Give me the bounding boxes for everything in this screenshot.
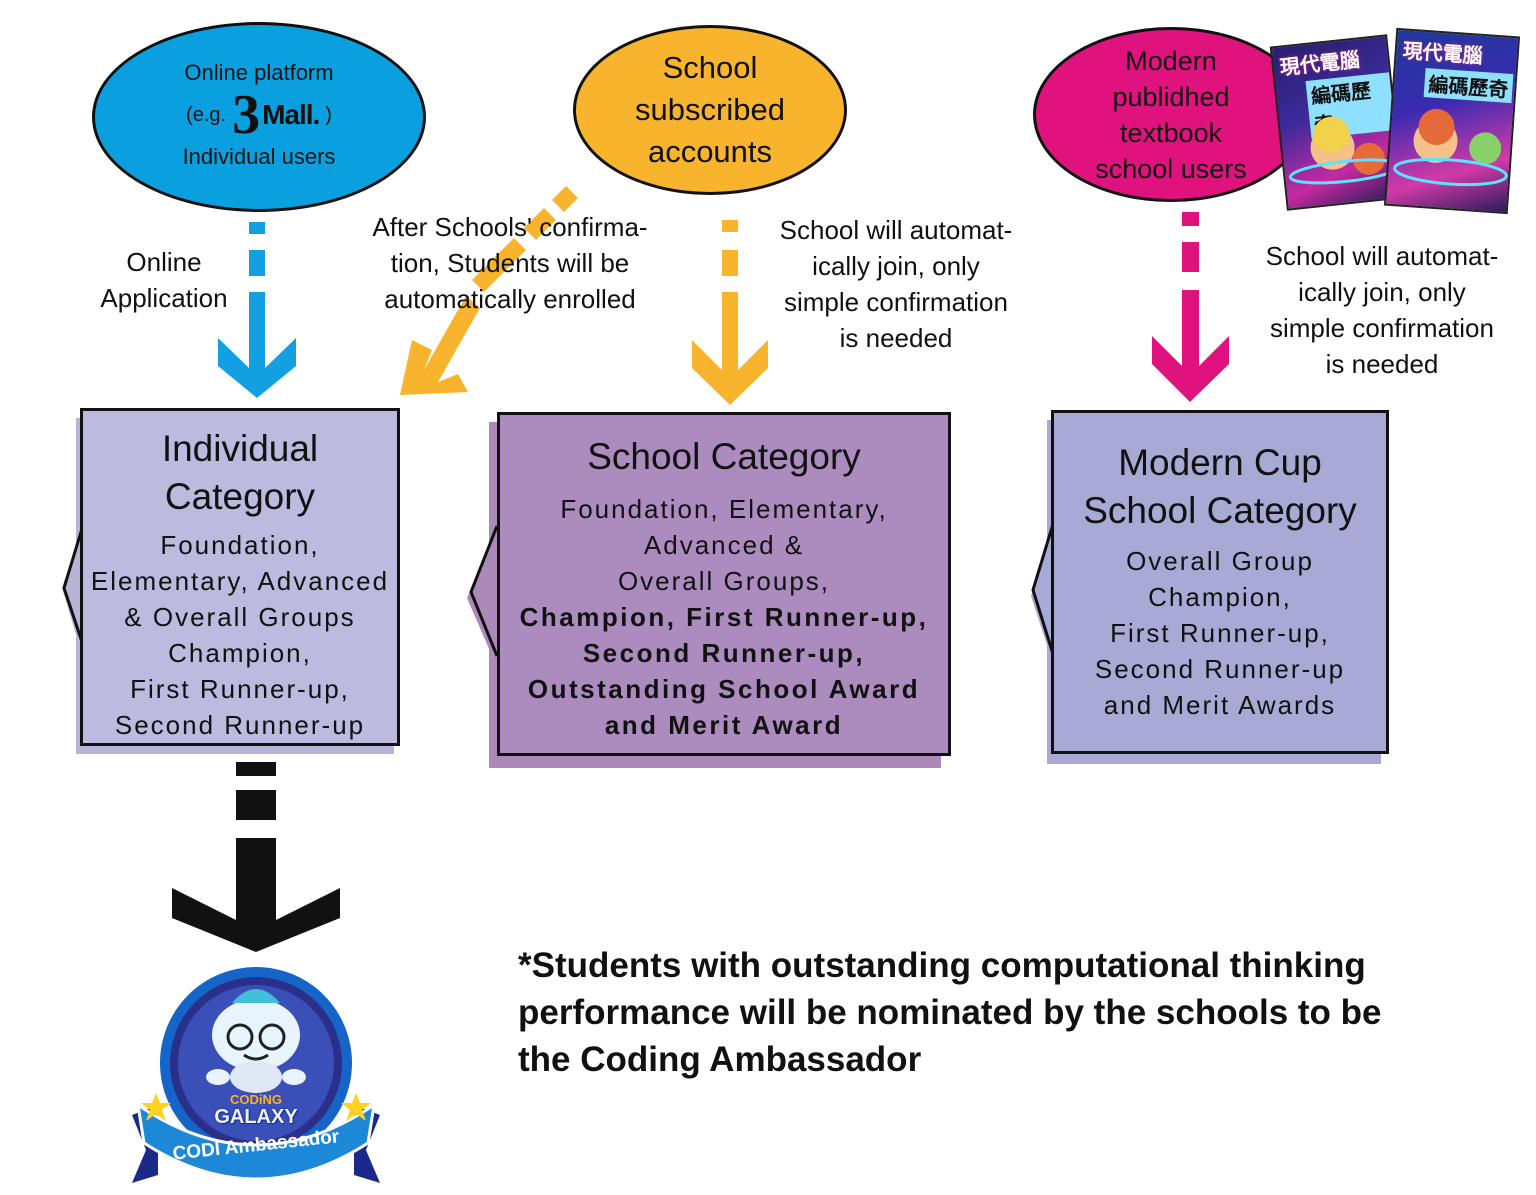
badge-graphic (132, 967, 380, 1183)
school-category-awards: Champion, First Runner-up, Second Runner… (520, 599, 929, 743)
individual-category-body-line-6: Second Runner-up (114, 710, 366, 740)
school-category-awards-line-3: Outstanding School Award (527, 674, 921, 704)
three-mall-logo-numeral: 3 (232, 84, 261, 146)
example-prefix: (e.g. (186, 103, 227, 126)
left-star-icon (141, 1093, 171, 1121)
modern-cup-category-body: Overall Group Champion, First Runner-up,… (1095, 543, 1345, 723)
school-category-awards-line-2: Second Runner-up, (582, 638, 866, 668)
pink-dashed-arrow (1152, 212, 1229, 402)
school-category-awards-line-4: and Merit Award (604, 710, 844, 740)
school-accounts-line-3: accounts (647, 134, 773, 169)
school-auto-join-label: School will automat- ically join, only s… (752, 212, 1040, 356)
school-auto-join-line-1: School will automat- (779, 215, 1013, 245)
individual-category-body-line-3: & Overall Groups (124, 602, 356, 632)
online-platform-node: Online platform (e.g. 3 Mall. ) Individu… (92, 22, 426, 212)
modern-cup-category-body-line-2: Champion, (1148, 582, 1292, 612)
individual-category-title-2: Category (164, 476, 316, 517)
modern-cup-category-body-line-4: Second Runner-up (1094, 654, 1346, 684)
individual-category-body-line-2: Elementary, Advanced (90, 566, 390, 596)
modern-cup-category-tab (1031, 520, 1055, 670)
individual-category-panel: Individual Category Foundation, Elementa… (80, 408, 400, 746)
school-category-panel: School Category Foundation, Elementary, … (497, 412, 951, 756)
school-auto-join-line-3: simple confirmation (784, 287, 1008, 317)
online-application-line-2: Application (100, 283, 228, 313)
school-accounts-node: School subscribed accounts (573, 25, 847, 195)
school-category-body-line-2: Advanced & (643, 530, 805, 560)
textbook-cover-2-art (1393, 108, 1508, 187)
modern-cup-category-panel: Modern Cup School Category Overall Group… (1051, 410, 1389, 754)
example-suffix: ) (325, 103, 332, 126)
modern-cup-category-body-line-3: First Runner-up, (1110, 618, 1330, 648)
online-application-line-1: Online (126, 247, 202, 277)
textbook-auto-join-line-4: is needed (1325, 349, 1439, 379)
school-category-body-line-3: Overall Groups, (617, 566, 831, 596)
yellow-diagonal-dashed-arrow (400, 186, 578, 395)
online-application-label: Online Application (80, 244, 248, 316)
school-category-body-line-1: Foundation, Elementary, (560, 494, 888, 524)
after-school-confirmation-line-3: automatically enrolled (384, 284, 636, 314)
footnote-line-1: *Students with outstanding computational… (518, 946, 1366, 985)
blue-dashed-arrow (218, 222, 296, 398)
textbook-users-node: Modern publidhed textbook school users (1033, 27, 1309, 202)
school-accounts-line-1: School (662, 50, 758, 85)
three-mall-logo-text: Mall. (262, 99, 320, 130)
textbook-auto-join-line-2: ically join, only (1298, 277, 1466, 307)
textbook-cover-2: 現代電腦 編碼歷奇 (1383, 27, 1521, 215)
online-platform-example: (e.g. 3 Mall. ) (186, 84, 332, 146)
coding-ambassador-footnote: *Students with outstanding computational… (518, 942, 1498, 1083)
school-accounts-line-2: subscribed (635, 92, 785, 127)
textbook-users-line-3: textbook (1119, 117, 1223, 148)
yellow-dashed-arrow (692, 220, 768, 405)
online-platform-label: Online platform (184, 60, 334, 85)
textbook-auto-join-line-1: School will automat- (1265, 241, 1499, 271)
individual-users-label: Individual users (182, 144, 336, 169)
textbook-auto-join-line-3: simple confirmation (1270, 313, 1494, 343)
three-mall-logo: 3 Mall. (232, 84, 320, 146)
black-dashed-arrow (172, 762, 340, 952)
codi-ambassador-badge: CODiNG GALAXY CODI Ambassador (128, 965, 384, 1190)
individual-category-body: Foundation, Elementary, Advanced & Overa… (91, 527, 389, 743)
school-category-box: School Category Foundation, Elementary, … (467, 412, 951, 768)
individual-category-body-line-5: First Runner-up, (130, 674, 350, 704)
individual-category-title-1: Individual (161, 428, 319, 469)
school-category-body: Foundation, Elementary, Advanced & Overa… (560, 491, 887, 599)
coding-logo-text: CODiNG (230, 1092, 282, 1107)
school-category-title: School Category (587, 436, 861, 477)
modern-cup-category-box: Modern Cup School Category Overall Group… (1031, 410, 1389, 764)
textbook-users-line-2: publidhed (1112, 81, 1230, 112)
robot-mascot (206, 989, 306, 1093)
individual-category-body-line-4: Champion, (168, 638, 312, 668)
school-category-awards-line-1: Champion, First Runner-up, (519, 602, 929, 632)
footnote-line-2: performance will be nominated by the sch… (518, 993, 1382, 1032)
textbook-auto-join-label: School will automat- ically join, only s… (1238, 238, 1526, 382)
textbook-users-line-4: school users (1095, 153, 1247, 184)
galaxy-logo-text: GALAXY (214, 1106, 298, 1128)
footnote-line-3: the Coding Ambassador (518, 1040, 922, 1079)
modern-cup-category-body-line-1: Overall Group (1126, 546, 1314, 576)
textbook-users-line-1: Modern (1125, 45, 1217, 76)
modern-cup-category-title-2: School Category (1083, 490, 1357, 531)
individual-category-box: Individual Category Foundation, Elementa… (62, 408, 406, 758)
coding-galaxy-logo: CODiNG GALAXY (198, 1092, 314, 1128)
school-category-tab (467, 522, 499, 672)
after-school-confirmation-line-2: tion, Students will be (390, 248, 630, 278)
school-auto-join-line-2: ically join, only (812, 251, 980, 281)
after-school-confirmation-label: After Schools' confirma- tion, Students … (340, 209, 680, 317)
after-school-confirmation-line-1: After Schools' confirma- (372, 212, 648, 242)
modern-cup-category-body-line-5: and Merit Awards (1103, 690, 1337, 720)
badge-ribbon (132, 1101, 380, 1183)
right-star-icon (341, 1093, 371, 1121)
school-auto-join-line-4: is needed (839, 323, 953, 353)
individual-category-body-line-1: Foundation, (160, 530, 320, 560)
modern-cup-category-title-1: Modern Cup (1118, 442, 1322, 483)
